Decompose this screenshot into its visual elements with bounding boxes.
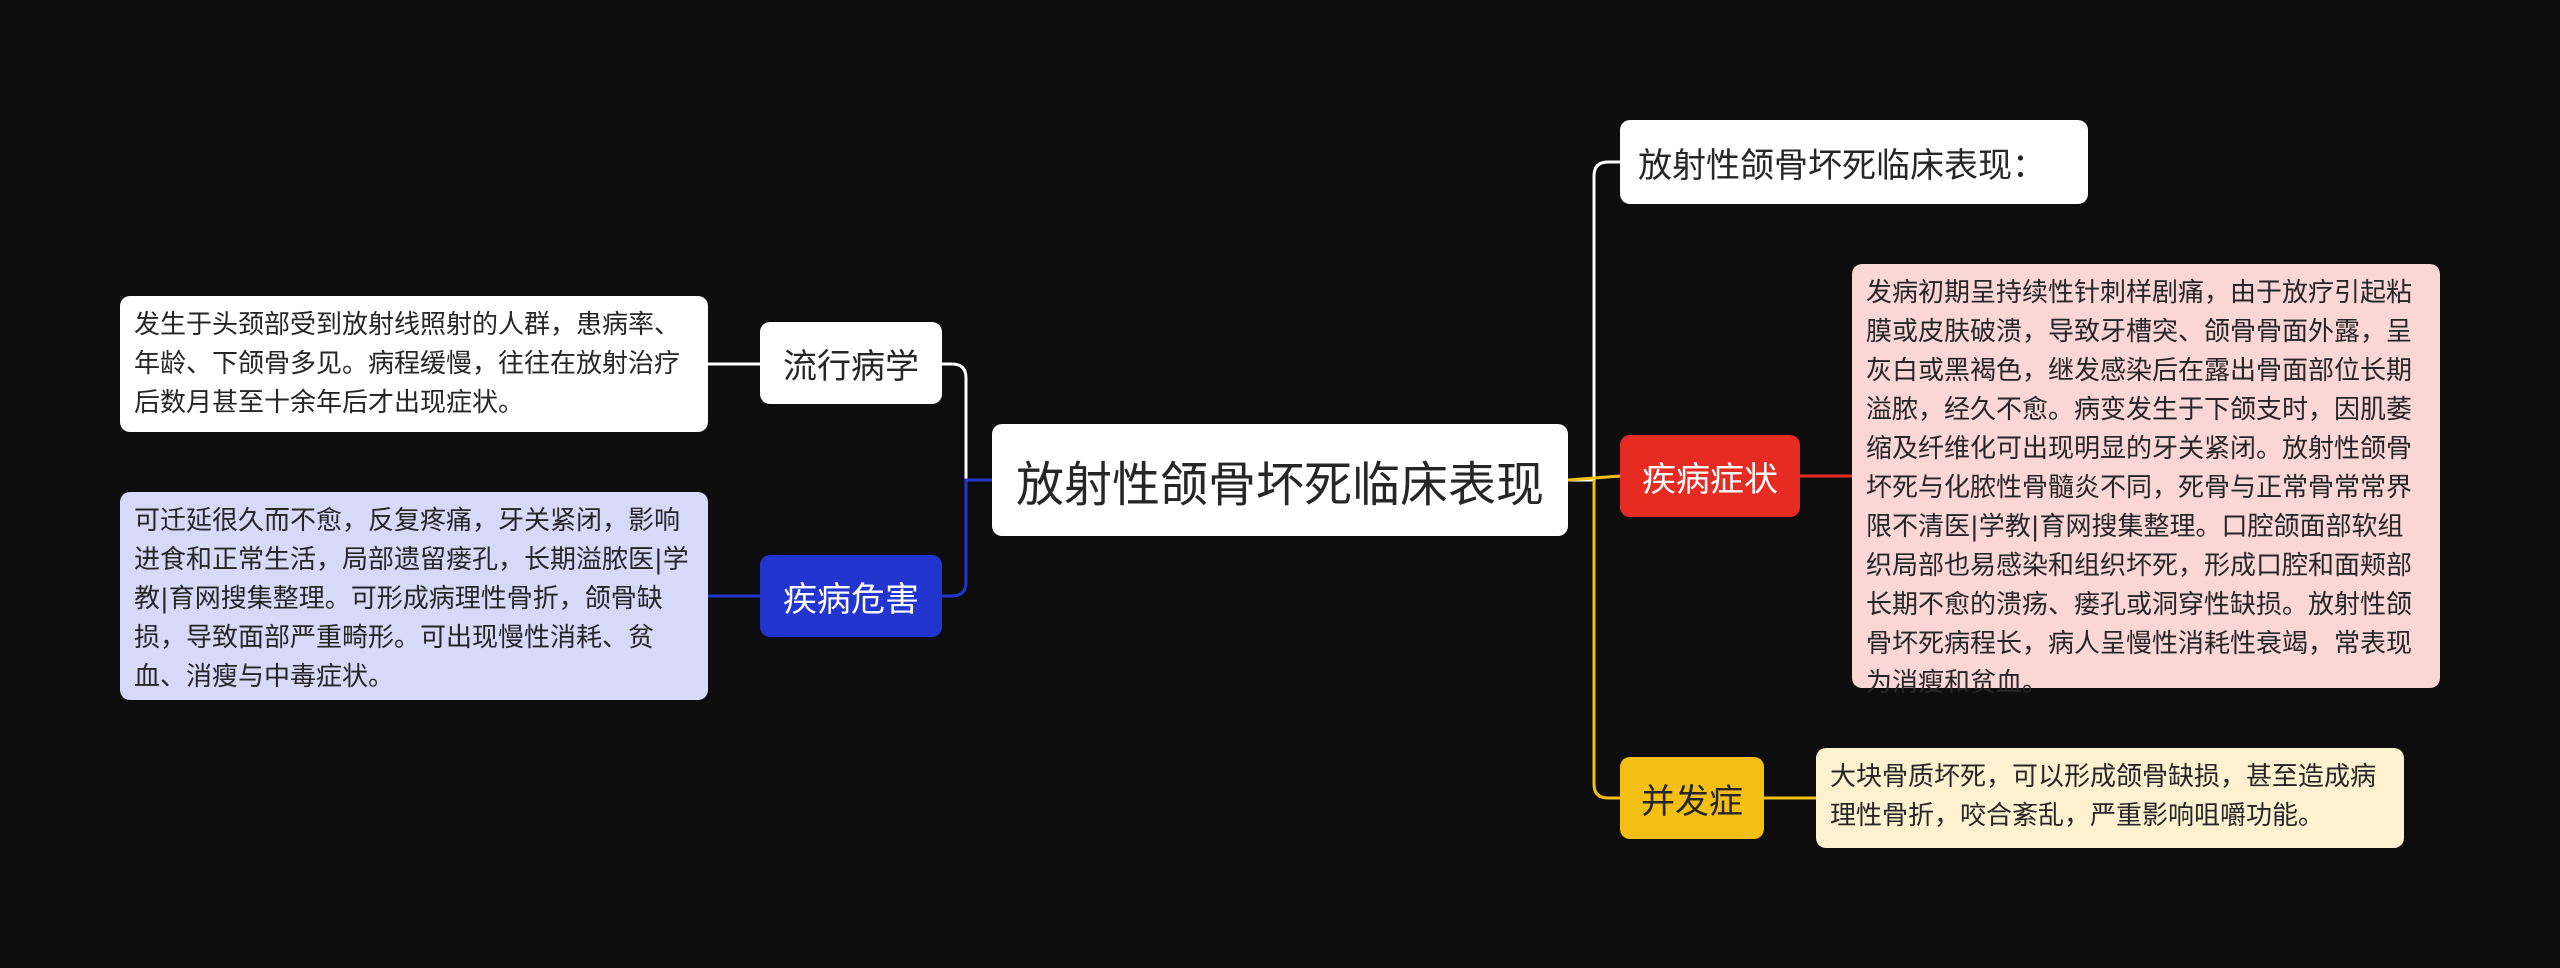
link-root-harm xyxy=(942,478,992,598)
link-root-complication xyxy=(1592,480,1620,800)
root-label: 放射性颌骨坏死临床表现 xyxy=(1015,457,1544,513)
link-root-heading xyxy=(1568,160,1620,482)
leaf-symptoms[interactable]: 发病初期呈持续性针刺样剧痛，由于放疗引起粘膜或皮肤破溃，导致牙槽突、颌骨骨面外露… xyxy=(1852,264,2440,698)
leaf-complication-text: 大块骨质坏死，可以形成颌骨缺损，甚至造成病理性骨折，咬合紊乱，严重影响咀嚼功能。 xyxy=(1830,762,2377,831)
leaf-harm[interactable]: 可迁延很久而不愈，反复疼痛，牙关紧闭，影响进食和正常生活，局部遗留瘘孔，长期溢脓… xyxy=(120,492,708,700)
leaf-epidemiology[interactable]: 发生于头颈部受到放射线照射的人群，患病率、年龄、下颌骨多见。病程缓慢，往往在放射… xyxy=(120,296,708,432)
branch-epidemiology-label: 流行病学 xyxy=(783,346,919,387)
leaf-harm-text: 可迁延很久而不愈，反复疼痛，牙关紧闭，影响进食和正常生活，局部遗留瘘孔，长期溢脓… xyxy=(134,506,689,692)
leaf-complication[interactable]: 大块骨质坏死，可以形成颌骨缺损，甚至造成病理性骨折，咬合紊乱，严重影响咀嚼功能。 xyxy=(1816,748,2404,848)
branch-epidemiology[interactable]: 流行病学 xyxy=(760,322,942,404)
branch-harm[interactable]: 疾病危害 xyxy=(760,555,942,637)
link-root-epidemiology xyxy=(942,362,992,482)
branch-symptoms-label: 疾病症状 xyxy=(1642,459,1778,500)
branch-heading-label: 放射性颌骨坏死临床表现： xyxy=(1638,145,2046,186)
branch-harm-label: 疾病危害 xyxy=(783,579,919,620)
link-root-symptoms xyxy=(1567,474,1621,482)
leaf-symptoms-text: 发病初期呈持续性针刺样剧痛，由于放疗引起粘膜或皮肤破溃，导致牙槽突、颌骨骨面外露… xyxy=(1866,278,2413,698)
branch-heading[interactable]: 放射性颌骨坏死临床表现： xyxy=(1620,120,2088,204)
branch-complication-label: 并发症 xyxy=(1641,781,1743,822)
branch-complication[interactable]: 并发症 xyxy=(1620,757,1764,839)
leaf-epidemiology-text: 发生于头颈部受到放射线照射的人群，患病率、年龄、下颌骨多见。病程缓慢，往往在放射… xyxy=(134,310,681,418)
root-node[interactable]: 放射性颌骨坏死临床表现 xyxy=(992,424,1568,536)
branch-symptoms[interactable]: 疾病症状 xyxy=(1620,435,1800,517)
